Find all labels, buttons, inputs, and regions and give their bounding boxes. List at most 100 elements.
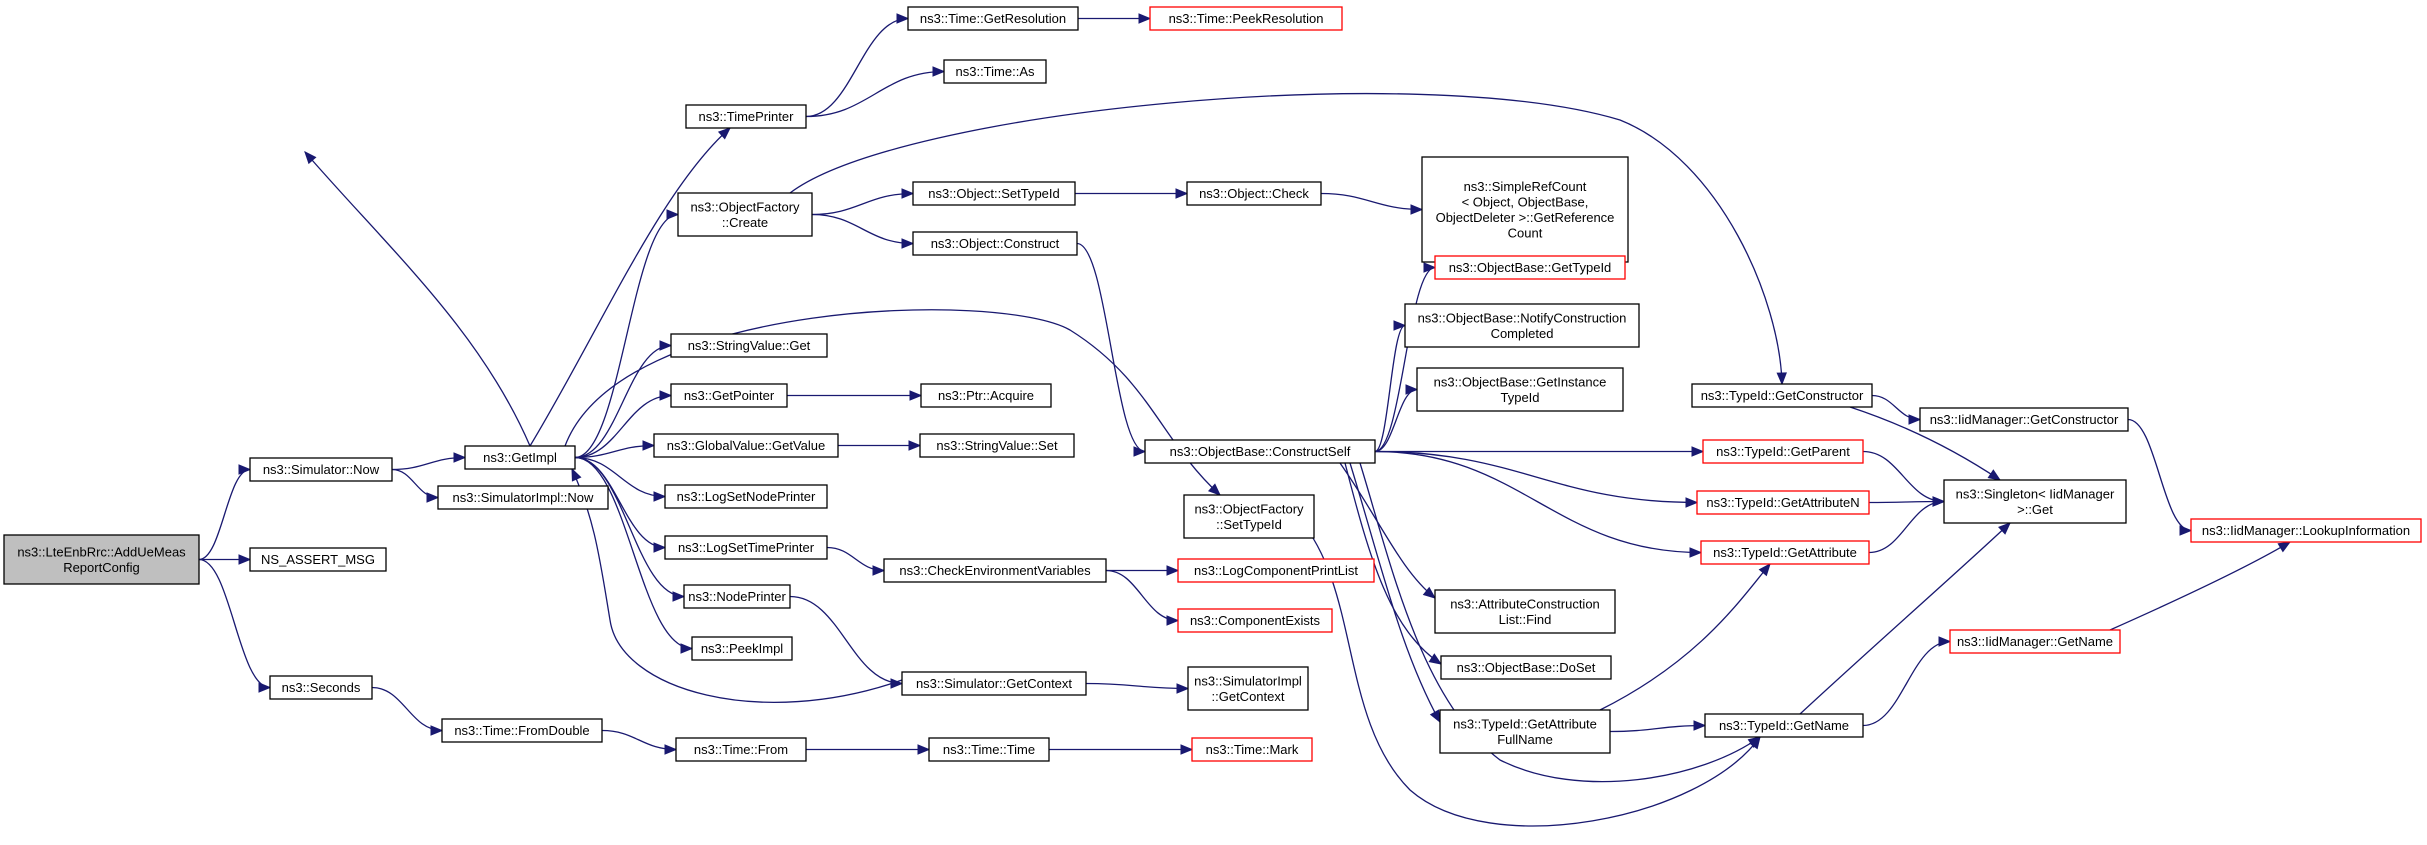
node-box bbox=[670, 383, 788, 408]
node-label: ::Create bbox=[722, 215, 768, 230]
node-box bbox=[928, 737, 1050, 762]
node-iidgetname[interactable]: ns3::IidManager::GetName bbox=[1949, 629, 2121, 654]
node-tidgetattr[interactable]: ns3::TypeId::GetAttribute bbox=[1700, 540, 1870, 565]
node-label: ns3::LogComponentPrintList bbox=[1194, 563, 1358, 578]
node-peekres[interactable]: ns3::Time::PeekResolution bbox=[1149, 6, 1343, 31]
arrowhead-getimpl-to-strget bbox=[659, 340, 673, 351]
arrowhead-getimpl-to-getpointer bbox=[659, 390, 673, 401]
node-label: ns3::Time::FromDouble bbox=[454, 723, 589, 738]
call-edge-obconstructself-to-tidgetattrfull bbox=[1349, 462, 1441, 723]
node-box bbox=[269, 675, 373, 700]
call-edge-ofcreate-to-objconstruct bbox=[811, 213, 914, 245]
node-logsettime[interactable]: ns3::LogSetTimePrinter bbox=[664, 535, 828, 560]
node-strset[interactable]: ns3::StringValue::Set bbox=[919, 433, 1075, 458]
node-simimplnow[interactable]: ns3::SimulatorImpl::Now bbox=[437, 485, 609, 510]
node-label: ns3::ObjectBase::GetInstance bbox=[1434, 374, 1607, 389]
call-edge-tidgetattrfull-to-tidgetname bbox=[1609, 724, 1706, 733]
node-obdoset[interactable]: ns3::ObjectBase::DoSet bbox=[1440, 655, 1612, 680]
node-seconds[interactable]: ns3::Seconds bbox=[269, 675, 373, 700]
node-objconstruct[interactable]: ns3::Object::Construct bbox=[912, 231, 1078, 256]
arrowhead-tidgetattr-to-singletonget bbox=[1932, 496, 1946, 507]
node-timetime[interactable]: ns3::Time::Time bbox=[928, 737, 1050, 762]
node-logcomplist[interactable]: ns3::LogComponentPrintList bbox=[1177, 558, 1375, 583]
node-fromdouble[interactable]: ns3::Time::FromDouble bbox=[441, 718, 603, 743]
node-timemark[interactable]: ns3::Time::Mark bbox=[1191, 737, 1313, 762]
node-label: NS_ASSERT_MSG bbox=[261, 552, 375, 567]
node-label: ns3::Time::Mark bbox=[1206, 742, 1299, 757]
arrowhead-getimpl-to-logsetnode bbox=[653, 491, 667, 502]
node-box bbox=[919, 433, 1075, 458]
node-box bbox=[1943, 479, 2127, 524]
arrowhead-iidgetctor-to-iidlookup bbox=[2179, 525, 2193, 536]
node-box bbox=[1186, 181, 1322, 206]
arrowhead-ofcreate-to-objsettypeid bbox=[901, 188, 915, 199]
call-edge-tidgetctor-to-singletonget bbox=[1849, 406, 2001, 481]
call-edge-simgetctx-to-getimpl bbox=[571, 468, 903, 703]
node-tidgetparent[interactable]: ns3::TypeId::GetParent bbox=[1702, 439, 1864, 464]
call-edges bbox=[198, 13, 2292, 827]
node-strget[interactable]: ns3::StringValue::Get bbox=[670, 333, 828, 358]
node-tidgetname[interactable]: ns3::TypeId::GetName bbox=[1704, 713, 1864, 738]
node-assert[interactable]: NS_ASSERT_MSG bbox=[249, 547, 387, 572]
node-timefrom[interactable]: ns3::Time::From bbox=[675, 737, 807, 762]
arrowhead-obconstructself-to-tidgetparent bbox=[1691, 446, 1705, 457]
node-iidgetctor[interactable]: ns3::IidManager::GetConstructor bbox=[1919, 407, 2129, 432]
node-getpointer[interactable]: ns3::GetPointer bbox=[670, 383, 788, 408]
node-ofsettypeid[interactable]: ns3::ObjectFactory::SetTypeId bbox=[1183, 494, 1315, 539]
arrowhead-tidgetname-to-iidgetname bbox=[1938, 636, 1952, 647]
node-ptracquire[interactable]: ns3::Ptr::Acquire bbox=[920, 383, 1052, 408]
node-peekimpl[interactable]: ns3::PeekImpl bbox=[691, 636, 793, 661]
node-label: ns3::Time::PeekResolution bbox=[1169, 11, 1324, 26]
arrowhead-simgetctx-to-simimplgetctx bbox=[1176, 683, 1190, 694]
node-timeprinter[interactable]: ns3::TimePrinter bbox=[685, 104, 807, 129]
node-label: ns3::LteEnbRrc::AddUeMeas bbox=[17, 544, 186, 559]
node-simgetctx[interactable]: ns3::Simulator::GetContext bbox=[901, 671, 1087, 696]
call-edge-getimpl-to-nodeprinter bbox=[574, 456, 685, 598]
arrowhead-root-to-seconds bbox=[258, 682, 272, 693]
node-label: ns3::Time::From bbox=[694, 742, 788, 757]
node-label: ns3::Simulator::GetContext bbox=[916, 676, 1072, 691]
node-getimpl[interactable]: ns3::GetImpl bbox=[464, 445, 576, 470]
node-nodeprinter[interactable]: ns3::NodePrinter bbox=[683, 584, 791, 609]
arrowhead-obconstructself-to-obnotify bbox=[1393, 320, 1407, 331]
node-gvgetvalue[interactable]: ns3::GlobalValue::GetValue bbox=[653, 433, 839, 458]
node-timeas[interactable]: ns3::Time::As bbox=[943, 59, 1047, 84]
node-tidgetattrn[interactable]: ns3::TypeId::GetAttributeN bbox=[1696, 490, 1870, 515]
call-edge-tidgetattr-to-singletonget bbox=[1868, 500, 1945, 554]
node-tidgetctor[interactable]: ns3::TypeId::GetConstructor bbox=[1691, 383, 1873, 408]
node-singletonget[interactable]: ns3::Singleton< IidManager>::Get bbox=[1943, 479, 2127, 524]
node-checkenv[interactable]: ns3::CheckEnvironmentVariables bbox=[883, 558, 1107, 583]
node-logsetnode[interactable]: ns3::LogSetNodePrinter bbox=[664, 484, 828, 509]
node-getres[interactable]: ns3::Time::GetResolution bbox=[907, 6, 1079, 31]
node-simimplgetctx[interactable]: ns3::SimulatorImpl::GetContext bbox=[1187, 666, 1309, 711]
arrowhead-iidgetname-to-iidlookup bbox=[2277, 541, 2292, 553]
node-box bbox=[1183, 494, 1315, 539]
node-box bbox=[1691, 383, 1873, 408]
node-box bbox=[1700, 540, 1870, 565]
node-obgettypeid[interactable]: ns3::ObjectBase::GetTypeId bbox=[1434, 255, 1626, 280]
node-objsettypeid[interactable]: ns3::Object::SetTypeId bbox=[912, 181, 1076, 206]
node-simplerefcount[interactable]: ns3::SimpleRefCount< Object, ObjectBase,… bbox=[1421, 156, 1629, 263]
arrowhead-timetime-to-timemark bbox=[1180, 744, 1194, 755]
node-box bbox=[901, 671, 1087, 696]
node-box bbox=[1144, 439, 1376, 464]
node-label: ns3::Singleton< IidManager bbox=[1956, 486, 2115, 501]
arrowhead-nodeprinter-to-simgetctx bbox=[890, 678, 904, 689]
node-iidlookup[interactable]: ns3::IidManager::LookupInformation bbox=[2190, 518, 2422, 543]
node-obconstructself[interactable]: ns3::ObjectBase::ConstructSelf bbox=[1144, 439, 1376, 464]
node-box bbox=[2190, 518, 2422, 543]
node-compexists[interactable]: ns3::ComponentExists bbox=[1177, 608, 1333, 633]
node-label: ns3::TypeId::GetName bbox=[1719, 718, 1849, 733]
node-label: ns3::ObjectBase::ConstructSelf bbox=[1170, 444, 1351, 459]
arrowhead-obconstructself-to-obdoset bbox=[1428, 653, 1443, 665]
node-objcheck[interactable]: ns3::Object::Check bbox=[1186, 181, 1322, 206]
node-ofcreate[interactable]: ns3::ObjectFactory::Create bbox=[677, 192, 813, 237]
call-edge-seconds-to-fromdouble bbox=[371, 686, 443, 732]
node-obnotify[interactable]: ns3::ObjectBase::NotifyConstructionCompl… bbox=[1404, 303, 1640, 348]
node-box bbox=[1416, 367, 1624, 412]
node-simnow[interactable]: ns3::Simulator::Now bbox=[249, 457, 393, 482]
